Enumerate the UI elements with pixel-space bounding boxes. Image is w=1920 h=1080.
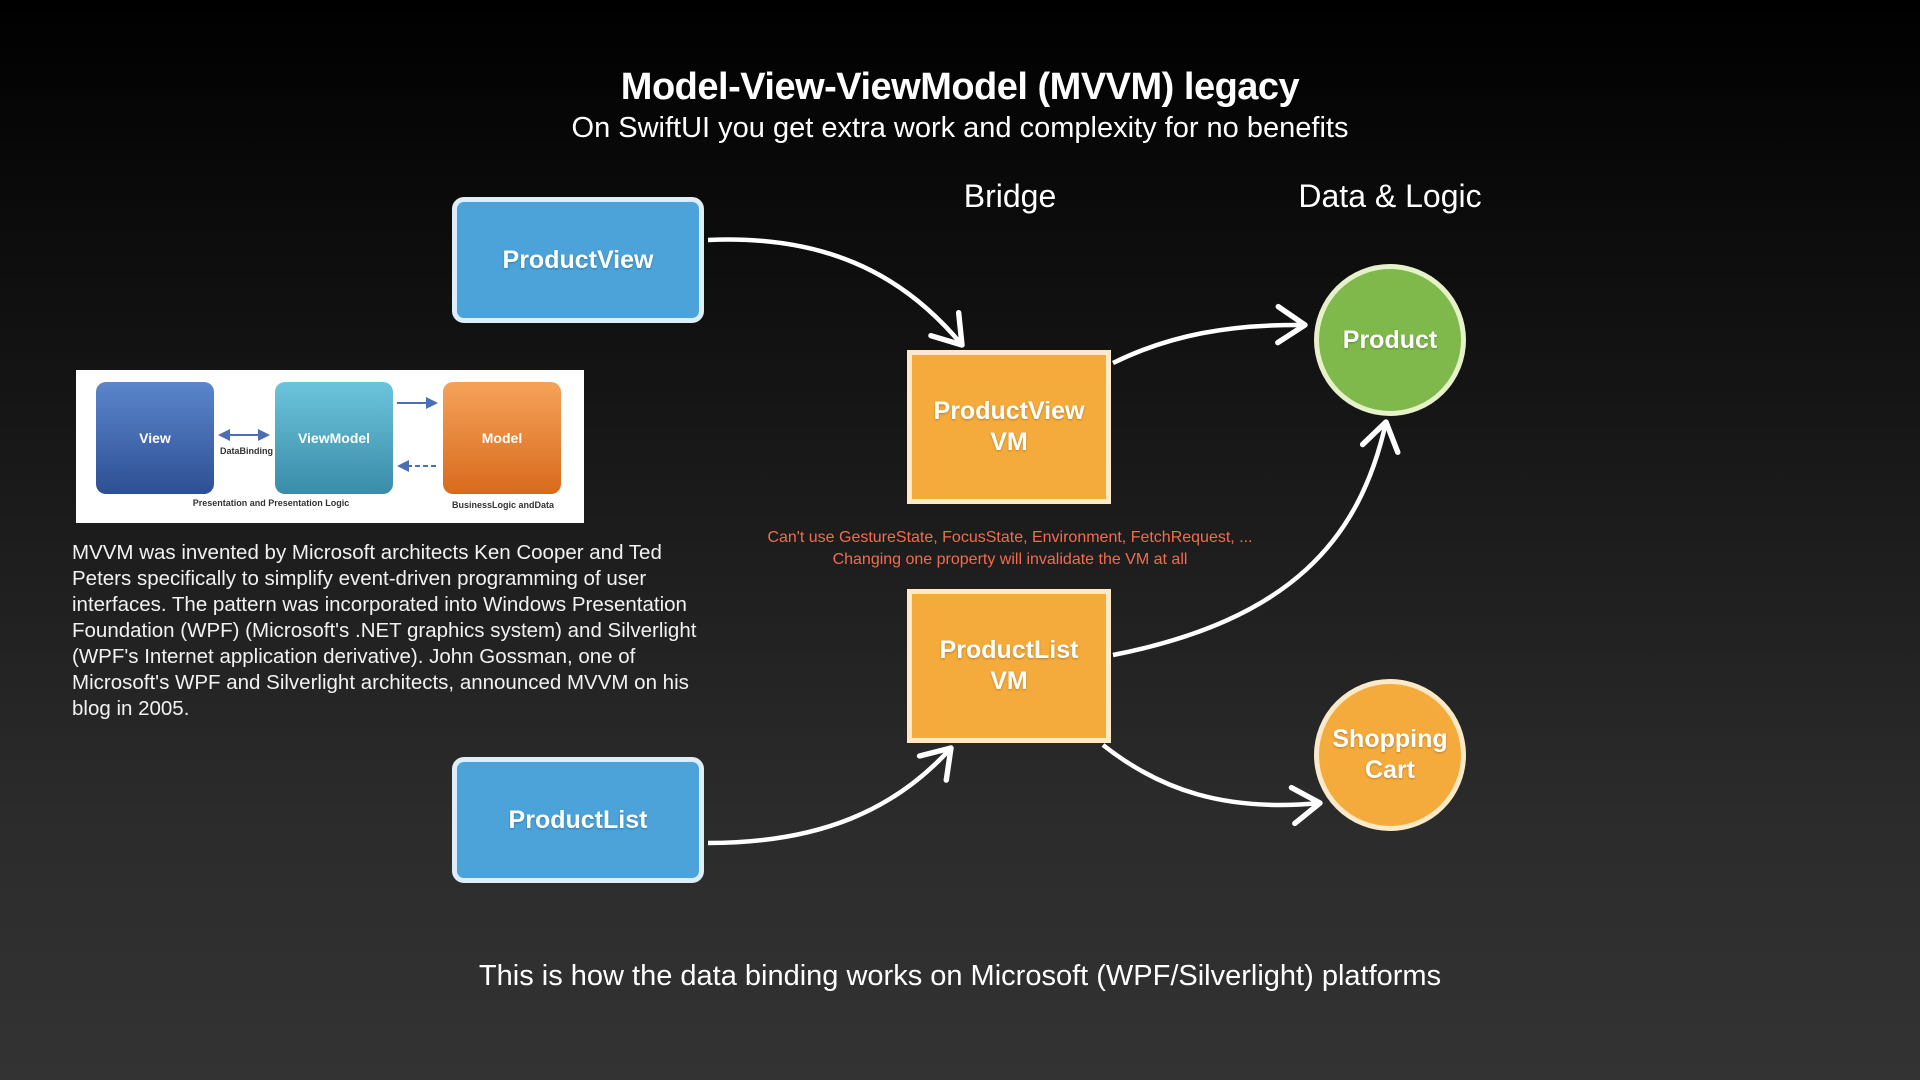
mini-viewmodel-box: ViewModel: [275, 382, 393, 494]
productview-box: ProductView: [452, 197, 704, 323]
product-label: Product: [1342, 325, 1438, 354]
mini-model-box: Model: [443, 382, 561, 494]
mvvm-reference-diagram: View ViewModel Model DataBinding Present…: [76, 370, 584, 523]
slide-subtitle: On SwiftUI you get extra work and comple…: [571, 112, 1349, 144]
mini-view-box: View: [96, 382, 214, 494]
productview-vm-label-line2: VM: [990, 428, 1028, 456]
warning-line2: Changing one property will invalidate th…: [832, 551, 1188, 568]
productlist-vm-box: ProductList VM: [907, 589, 1111, 743]
slide-title: Model-View-ViewModel (MVVM) legacy: [620, 66, 1300, 108]
productview-label: ProductView: [502, 245, 654, 274]
vm-limitations-warning: Can't use GestureState, FocusState, Envi…: [740, 527, 1280, 571]
cart-label-line1: Shopping: [1332, 725, 1448, 753]
shopping-cart-circle: Shopping Cart: [1314, 679, 1466, 831]
mini-business-label: BusinessLogic andData: [451, 500, 555, 510]
arrow-productlistvm-to-product: [1112, 419, 1401, 658]
data-logic-heading: Data & Logic: [1298, 178, 1482, 214]
productview-vm-box: ProductView VM: [907, 350, 1111, 504]
productlist-box: ProductList: [452, 757, 704, 883]
productlist-vm-label-line1: ProductList: [939, 636, 1079, 664]
warning-line1: Can't use GestureState, FocusState, Envi…: [767, 529, 1253, 546]
bridge-heading: Bridge: [963, 178, 1057, 214]
footer-caption: This is how the data binding works on Mi…: [478, 960, 1442, 992]
arrow-productviewvm-to-product: [1112, 303, 1308, 366]
cart-label-line2: Cart: [1364, 756, 1415, 784]
arrow-productlistvm-to-cart: [1101, 743, 1323, 827]
productlist-label: ProductList: [508, 805, 648, 834]
mini-databinding-label: DataBinding: [220, 446, 273, 456]
mvvm-history-text: MVVM was invented by Microsoft architect…: [72, 541, 697, 720]
productlist-vm-label-line2: VM: [990, 667, 1028, 695]
arrow-productview-to-vm: [707, 237, 965, 348]
arrow-productlist-to-vm: [707, 745, 954, 846]
product-circle: Product: [1314, 264, 1466, 416]
productview-vm-label-line1: ProductView: [933, 397, 1085, 425]
mini-arrows: [218, 397, 438, 472]
mini-presentation-label: Presentation and Presentation Logic: [192, 498, 350, 508]
